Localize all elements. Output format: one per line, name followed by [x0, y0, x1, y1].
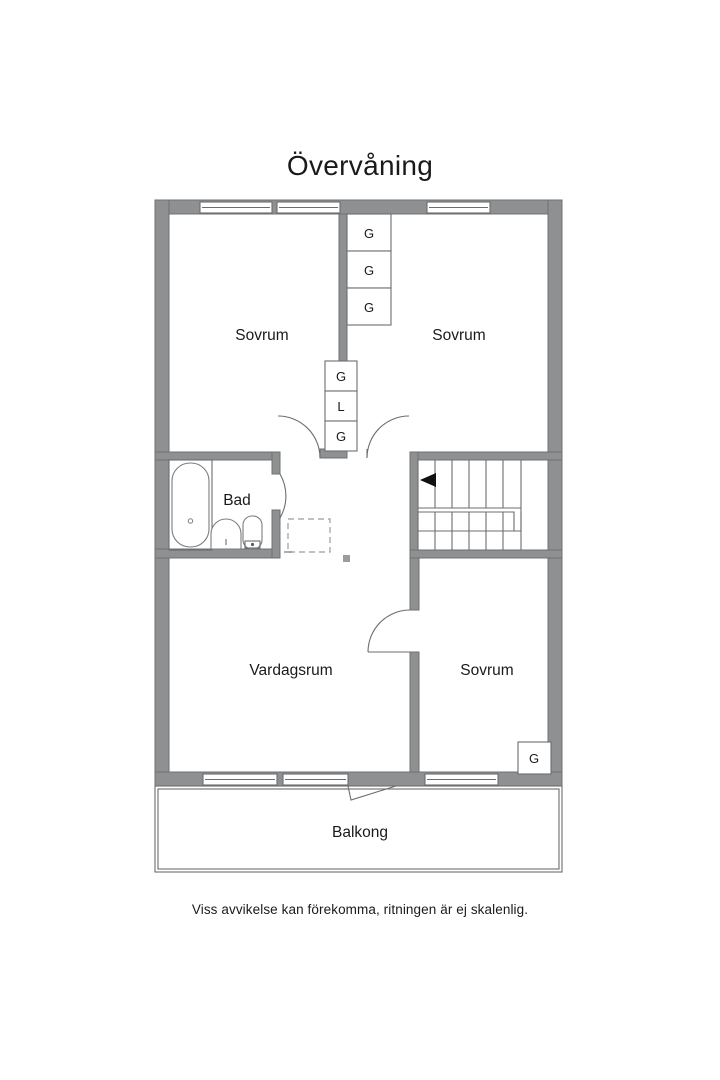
bathtub-drain-icon [187, 518, 194, 524]
room-label-sovrum-top-left: Sovrum [235, 327, 288, 344]
door-bad [279, 473, 287, 519]
closet-top-1: G [346, 213, 392, 252]
closets-group: G G G G L G [324, 213, 552, 775]
sink-fixture [210, 518, 242, 550]
door-sovrum-top-right [366, 415, 410, 459]
window-top-3 [426, 201, 491, 214]
wall-interior-bad-right-lower [271, 509, 281, 559]
toilet-cistern-icon [244, 540, 261, 549]
wall-interior-bad-right-upper [271, 451, 281, 475]
room-label-bad: Bad [223, 492, 251, 509]
closet-label: L [337, 399, 344, 414]
room-label-sovrum-top-right: Sovrum [432, 327, 485, 344]
bathroom-fixtures [168, 459, 263, 551]
wall-interior-stair-top [409, 451, 563, 461]
window-bottom-1 [202, 773, 278, 786]
window-top-1 [199, 201, 273, 214]
room-label-sovrum-bottom: Sovrum [460, 662, 513, 679]
balcony [154, 785, 563, 873]
closet-top-3: G [346, 287, 392, 326]
closet-label: G [336, 429, 346, 444]
window-top-2 [276, 201, 341, 214]
closet-mid-1: G [324, 360, 358, 392]
door-balcony [347, 785, 397, 801]
doors-group [277, 415, 411, 801]
room-labels: Sovrum Sovrum Bad Vardagsrum Sovrum Balk… [223, 327, 514, 841]
balcony-outline-inner [157, 788, 560, 870]
door-sovrum-bottom [367, 609, 411, 653]
closet-bottom-1: G [517, 741, 552, 775]
wall-exterior-left [154, 199, 170, 787]
wall-interior-livingroom-right-upper [409, 557, 420, 611]
wall-exterior-right [547, 199, 563, 787]
stair-direction-arrow-icon [420, 473, 436, 487]
wall-interior-bad-top [154, 451, 281, 461]
closet-label: G [364, 300, 374, 315]
closet-mid-3: G [324, 420, 358, 452]
room-label-balkong: Balkong [332, 824, 388, 841]
windows-group [199, 201, 499, 786]
staircase [417, 460, 522, 551]
page-title: Övervåning [286, 150, 434, 181]
bathtub-enclosure [168, 459, 213, 551]
bathtub-fixture [171, 462, 210, 548]
dashed-wardrobe-outline [287, 518, 331, 553]
balcony-outline-outer [154, 785, 563, 873]
closet-mid-2: L [324, 390, 358, 422]
closet-top-2: G [346, 250, 392, 289]
wall-interior-stair-bottom [409, 549, 563, 559]
toilet-flush-icon [250, 542, 255, 547]
closet-label: G [364, 263, 374, 278]
door-sovrum-top-left [277, 415, 321, 459]
closet-label: G [529, 751, 539, 766]
window-bottom-3 [424, 773, 499, 786]
plan-disclaimer-caption: Viss avvikelse kan förekomma, ritningen … [191, 902, 529, 917]
closet-label: G [336, 369, 346, 384]
floor-marker [343, 555, 350, 562]
wall-interior-stair-left [409, 451, 419, 559]
window-bottom-2 [282, 773, 349, 786]
room-label-vardagsrum: Vardagsrum [249, 662, 332, 679]
closet-label: G [364, 226, 374, 241]
wall-interior-livingroom-right-lower [409, 651, 420, 773]
